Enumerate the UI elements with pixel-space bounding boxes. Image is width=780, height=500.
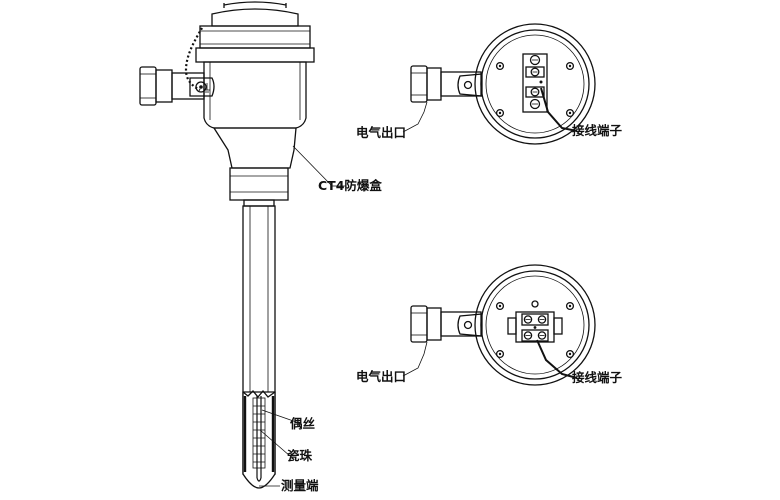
- cable-gland: [139, 66, 215, 106]
- top-view-upper: [410, 23, 596, 145]
- cap-top: [195, 1, 315, 63]
- top-view-lower-callouts: 电气出口 接线端子: [356, 339, 623, 385]
- label-housing: CT4防爆盒: [318, 178, 382, 193]
- mounting-nut: [229, 167, 289, 201]
- label-terminal-top: 接线端子: [572, 123, 623, 138]
- label-outlet-bottom: 电气出口: [356, 369, 406, 384]
- label-outlet-top: 电气出口: [356, 125, 406, 140]
- tube-cutaway: [242, 389, 276, 489]
- terminal-block-upper: [522, 53, 548, 113]
- side-view-callouts: CT4防爆盒 偶丝 瓷珠 测量端: [259, 145, 382, 493]
- label-tip: 测量端: [281, 478, 319, 493]
- label-bead: 瓷珠: [287, 448, 313, 463]
- housing-body: [203, 61, 307, 129]
- cap-chain: [184, 27, 203, 91]
- label-terminal-bottom: 接线端子: [572, 370, 623, 385]
- side-view: [139, 1, 315, 489]
- top-view-upper-callouts: 电气出口 接线端子: [356, 87, 623, 140]
- terminal-block-lower: [507, 300, 563, 343]
- housing-neck: [212, 127, 297, 169]
- label-wire: 偶丝: [290, 416, 316, 431]
- top-view-lower: [410, 264, 596, 386]
